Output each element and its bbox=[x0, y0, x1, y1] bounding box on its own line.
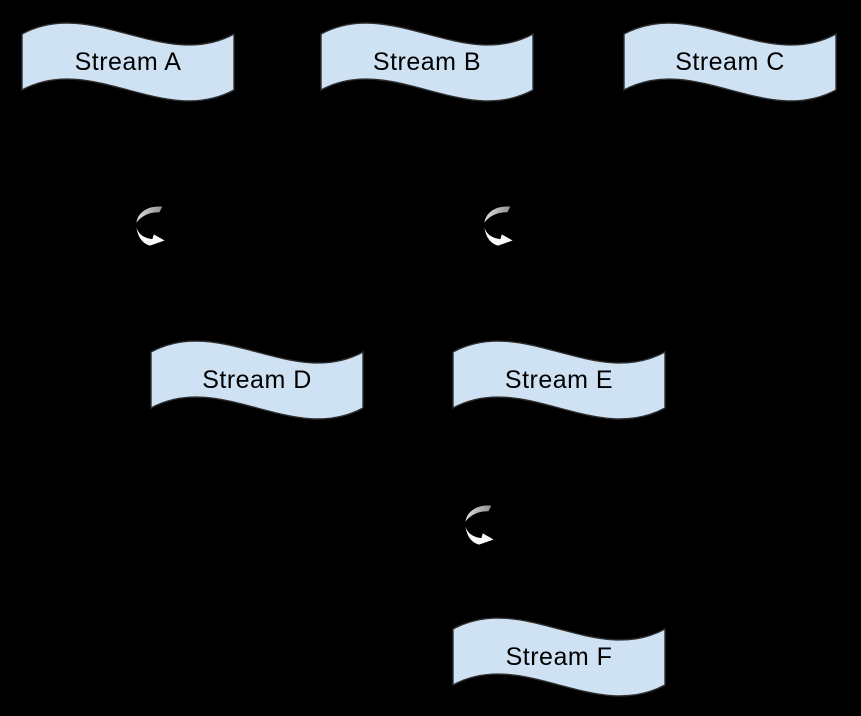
node-label: Stream D bbox=[202, 365, 312, 394]
curved-loop-arrow-icon bbox=[482, 201, 515, 248]
node-stream-d: Stream D bbox=[150, 340, 364, 420]
wave-shape bbox=[21, 22, 235, 102]
node-label: Stream A bbox=[74, 47, 182, 76]
wave-shape bbox=[452, 340, 666, 420]
node-label: Stream C bbox=[675, 47, 785, 76]
node-stream-c: Stream C bbox=[623, 22, 837, 102]
wave-shape bbox=[320, 22, 534, 102]
curved-loop-arrow-icon bbox=[463, 500, 496, 547]
node-stream-a: Stream A bbox=[21, 22, 235, 102]
wave-shape bbox=[452, 617, 666, 697]
wave-shape bbox=[150, 340, 364, 420]
wave-shape bbox=[623, 22, 837, 102]
node-label: Stream E bbox=[504, 365, 614, 394]
curved-loop-arrow-icon bbox=[134, 201, 167, 248]
node-stream-f: Stream F bbox=[452, 617, 666, 697]
node-label: Stream F bbox=[505, 642, 613, 671]
node-label: Stream B bbox=[372, 47, 482, 76]
node-stream-e: Stream E bbox=[452, 340, 666, 420]
node-stream-b: Stream B bbox=[320, 22, 534, 102]
